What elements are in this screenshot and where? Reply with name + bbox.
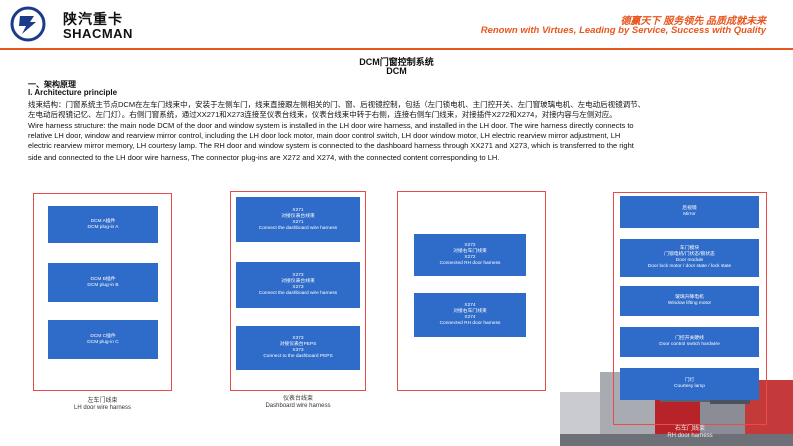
rh-door-caption-cn: 右车门线束 (674, 426, 705, 432)
block-line: X271 (292, 219, 304, 225)
mirror-block[interactable]: 后视镜 Mirror (620, 196, 759, 228)
dashboard-caption-cn: 仪表台线束 (282, 396, 313, 402)
block-line: Door control switch hardwire (659, 342, 720, 347)
block-line: X273 (292, 273, 304, 278)
block-label-cn: DCM B插件 (90, 276, 116, 282)
block-label-cn: DCM A插件 (90, 218, 116, 224)
slogan-cn: 德赢天下 服务领先 品质成就未来 (620, 16, 766, 27)
block-line: 后视镜 (682, 206, 697, 211)
door-control-switch-block[interactable]: 门控开关硬线 Door control switch hardwire (620, 327, 759, 357)
x373-block[interactable]: X373 对接仪表台PEPS X373 Connect to the dashb… (236, 326, 360, 370)
block-line: 车门模块 (679, 246, 700, 251)
window-lifting-motor-block[interactable]: 玻璃升降电机 Window lifting motor (620, 286, 759, 316)
dcm-plug-b-block[interactable]: DCM B插件 DCM plug-in B (48, 263, 158, 302)
block-line: X271 (292, 207, 304, 213)
block-line: 对接仪表台线束 (281, 279, 315, 284)
paragraph-cn-2: 左电动后视镜记忆、左门灯）。右侧门窗系统，通过XX271和X273连接至仪表台线… (28, 110, 617, 119)
block-line: 对接仪表台PEPS (279, 342, 317, 347)
paragraph-en-2: relative LH door, window and rearview mi… (28, 131, 621, 140)
block-line: Connected RH door harness (439, 321, 501, 326)
block-line: Courtesy lamp (674, 384, 705, 389)
shacman-logo-icon (10, 6, 46, 42)
courtesy-lamp-block[interactable]: 门灯 Courtesy lamp (620, 368, 759, 400)
block-line: X373 (292, 336, 304, 341)
block-line: X274 (464, 303, 476, 308)
block-line: 门控开关硬线 (675, 336, 704, 341)
block-line: X274 (464, 315, 476, 320)
lh-door-caption-cn: 左车门线束 (87, 398, 118, 404)
block-line: X272 (464, 255, 476, 260)
block-line: 对接仪表台线束 (281, 213, 315, 219)
x271-block[interactable]: X271 对接仪表台线束 X271 Connect the dashboard … (236, 197, 360, 242)
slogan-en: Renown with Virtues, Leading by Service,… (480, 25, 766, 36)
block-line: X373 (292, 348, 304, 353)
block-line: Connect to the dashboard PEPS (263, 354, 333, 359)
block-label-en: DCM plug-in B (87, 282, 119, 288)
block-line: Connected RH door harness (439, 261, 501, 266)
paragraph-en-4: side and connected to the LH door wire h… (28, 153, 500, 162)
section-heading-cn: 一、架构原理 (28, 80, 76, 89)
brand-name-cn: 陕汽重卡 (63, 11, 123, 27)
block-line: X273 (292, 285, 304, 290)
door-module-block[interactable]: 车门模块 门锁电机/门状态/锁状态 Door module Door lock … (620, 239, 759, 277)
paragraph-cn-1: 线束结构：门窗系统主节点DCM在左车门线束中，安装于左侧车门，线束直接跟左侧相关… (28, 100, 646, 109)
dashboard-caption-en: Dashboard wire harness (265, 403, 331, 409)
block-line: Door module (675, 258, 704, 263)
block-line: Mirror (683, 212, 696, 217)
rh-connector-frame (397, 191, 546, 391)
block-line: 对接右车门线束 (453, 309, 487, 314)
x272-block[interactable]: X272 对接右车门线束 X272 Connected RH door harn… (414, 234, 526, 276)
lh-door-harness-frame (33, 193, 172, 391)
block-line: 门灯 (684, 378, 695, 383)
block-label-en: DCM plug-in C (87, 339, 119, 345)
block-line: Door lock motor / door state / lock stat… (647, 264, 732, 269)
dashboard-harness-frame (230, 191, 366, 391)
section-heading-en: I. Architecture principle (28, 88, 118, 97)
block-line: Connect the dashboard wire harness (258, 225, 338, 231)
paragraph-en-3: electric rearview mirror memory, LH cour… (28, 141, 634, 150)
dcm-plug-c-block[interactable]: DCM C插件 DCM plug-in C (48, 320, 158, 359)
block-line: X272 (464, 243, 476, 248)
page-title: DCM门窗控制系统 (359, 57, 434, 67)
block-line: Window lifting motor (667, 301, 712, 306)
header-divider (0, 48, 793, 50)
block-line: 门锁电机/门状态/锁状态 (664, 252, 715, 257)
dcm-plug-a-block[interactable]: DCM A插件 DCM plug-in A (48, 206, 158, 243)
block-line: Connect the dashboard wire harness (258, 291, 338, 296)
page-subtitle: DCM (386, 66, 407, 76)
rh-door-caption-en: RH door harness (667, 433, 713, 439)
block-label-cn: DCM C插件 (90, 333, 116, 339)
block-line: 对接右车门线束 (453, 249, 487, 254)
x273-block[interactable]: X273 对接仪表台线束 X273 Connect the dashboard … (236, 262, 360, 308)
lh-door-caption-en: LH door wire harness (73, 405, 132, 411)
block-line: 玻璃升降电机 (675, 295, 704, 300)
rh-door-harness-frame (613, 192, 767, 425)
paragraph-en-1: Wire harness structure: the main node DC… (28, 121, 634, 130)
brand-name-en: SHACMAN (63, 26, 133, 41)
x274-block[interactable]: X274 对接右车门线束 X274 Connected RH door harn… (414, 293, 526, 337)
block-label-en: DCM plug-in A (87, 224, 119, 230)
